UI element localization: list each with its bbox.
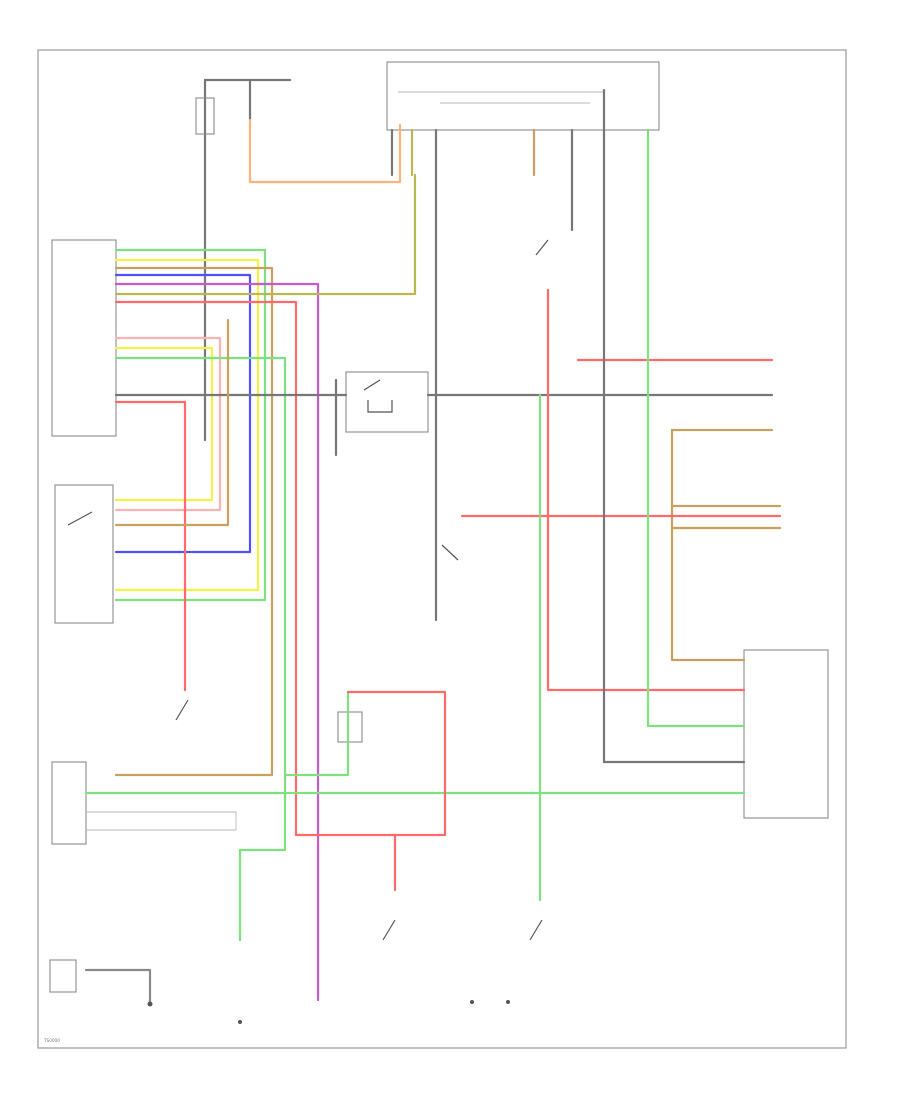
ground-dot-3 [238,1020,242,1024]
wire-blue-1 [114,273,252,554]
switch-bottom-a [382,919,396,941]
lower-left-unit-box [51,761,87,845]
wire-black-right [602,173,746,764]
switch-mid-contact [441,544,459,561]
wire-red-2 [114,400,187,692]
top-right-control-unit-box [386,61,660,131]
wire-green-1 [114,248,267,602]
switch-box [54,484,114,624]
wire-gray-bottom [84,968,152,1004]
wire-green-right [646,173,746,728]
switch-right-contact [535,239,549,256]
wire-violet-1 [114,282,320,882]
wire-green-bottom-left [238,768,287,942]
wire-tan-2 [114,318,230,527]
relay-box [345,371,429,433]
ground-dot-1 [470,1000,474,1004]
bottom-left-small-box [49,959,77,993]
wire-olive-1 [114,173,417,296]
right-bottom-unit-box [743,649,829,819]
switch-left-box [67,511,93,526]
wire-gray-low-left [86,811,237,831]
wire-red-1 [114,300,447,837]
left-module-box [51,239,117,437]
footer-code: TS0000 [43,1038,60,1043]
wire-tan-right [670,428,746,662]
mid-relay-small-box [337,711,363,743]
fuse-box [195,97,215,135]
wire-green-2 [114,356,287,772]
wire-red-long [546,288,746,692]
ground-dot-4 [147,1001,153,1007]
relay-contact [363,379,381,391]
switch-left-mid [175,699,189,721]
wire-yellow-2 [114,346,214,502]
diagram-border [37,49,847,1049]
relay-coil [367,400,393,413]
wire-red-low [346,690,447,837]
wire-tan-1 [114,266,274,777]
wire-orange-top [248,118,402,184]
wire-pink-1 [114,336,222,512]
switch-bottom-b [529,919,543,941]
ground-dot-2 [506,1000,510,1004]
wire-yellow-1 [114,258,260,592]
wire-green-low [283,690,350,777]
